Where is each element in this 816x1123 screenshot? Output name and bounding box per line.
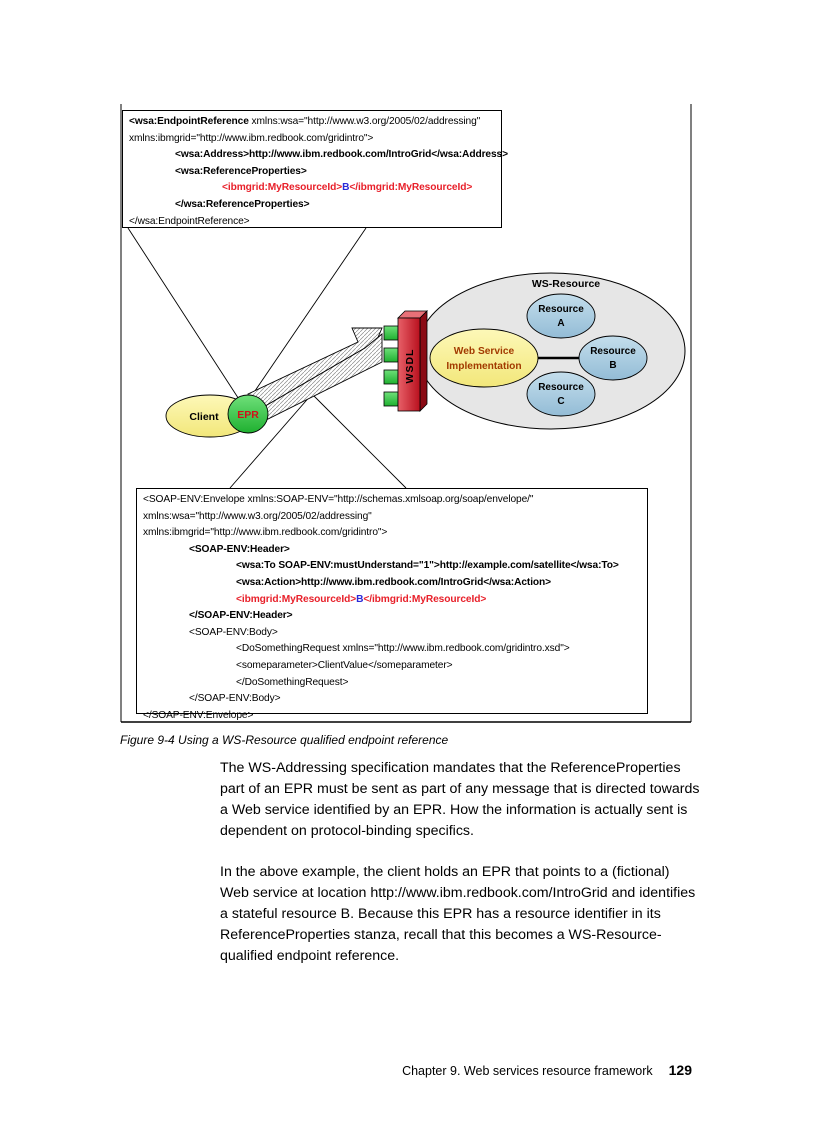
resource-b-label-2: B — [609, 360, 616, 371]
diagram-canvas: WS-Resource Web Service Implementation R… — [120, 104, 692, 723]
resource-c-ellipse — [526, 371, 596, 417]
soap-line-1: <SOAP-ENV:Envelope xmlns:SOAP-ENV="http:… — [143, 494, 534, 505]
soap-line-8: </SOAP-ENV:Header> — [189, 610, 293, 622]
soap-line-3: xmlns:ibmgrid="http://www.ibm.redbook.co… — [143, 527, 388, 539]
figure-9-4: WS-Resource Web Service Implementation R… — [120, 104, 692, 724]
epr-root-tag: <wsa:EndpointReference — [129, 116, 249, 127]
soap-line-12: </DoSomethingRequest> — [236, 676, 349, 688]
soap-callout-right — [311, 393, 407, 489]
soap-line-6: <wsa:Action>http://www.ibm.redbook.com/I… — [236, 576, 552, 588]
callout-line-left — [127, 227, 245, 408]
epr-circle — [227, 394, 269, 434]
body-paragraph-2: In the above example, the client holds a… — [220, 864, 696, 964]
epr-label: EPR — [237, 409, 259, 421]
client-label: Client — [189, 411, 219, 423]
soap-callout-left — [229, 393, 313, 489]
resource-a-label-2: A — [557, 318, 564, 329]
soap-line-5: <wsa:To SOAP-ENV:mustUnderstand="1">http… — [236, 560, 619, 572]
footer-chapter: Chapter 9. Web services resource framewo… — [402, 1064, 653, 1078]
resource-b-label-1: Resource — [590, 346, 636, 357]
page-number: 129 — [668, 1062, 692, 1078]
soap-xml-box: <SOAP-ENV:Envelope xmlns:SOAP-ENV="http:… — [136, 488, 648, 721]
soap-line-11: <someparameter>ClientValue</someparamete… — [236, 659, 453, 671]
resource-c-label-2: C — [557, 396, 564, 407]
soap-resource-open-tag: <ibmgrid:MyResourceId> — [236, 593, 357, 605]
figure-caption: Figure 9-4 Using a WS-Resource qualified… — [120, 733, 449, 747]
wsdl-label: WSDL — [404, 349, 416, 384]
body-paragraph-1: The WS-Addressing specification mandates… — [220, 760, 700, 839]
soap-line-13: </SOAP-ENV:Body> — [189, 693, 281, 705]
soap-line-10: <DoSomethingRequest xmlns="http://www.ib… — [236, 643, 570, 655]
ws-resource-label: WS-Resource — [532, 278, 600, 290]
epr-resource-value: B — [342, 182, 350, 194]
wsdl-port-4 — [383, 391, 399, 407]
soap-resource-value: B — [356, 593, 364, 605]
soap-line-7: <ibmgrid:MyResourceId>B</ibmgrid:MyResou… — [143, 592, 641, 609]
callout-line-right — [243, 227, 367, 408]
wsdl-bar — [397, 317, 421, 412]
epr-line-6: </wsa:ReferenceProperties> — [175, 198, 310, 210]
epr-resource-close-tag: </ibmgrid:MyResourceId> — [349, 182, 473, 194]
web-service-label-1: Web Service — [454, 346, 515, 357]
soap-line-2: xmlns:wsa="http://www.w3.org/2005/02/add… — [143, 510, 372, 522]
epr-root-attr: xmlns:wsa="http://www.w3.org/2005/02/add… — [248, 116, 481, 127]
epr-line-1: <wsa:EndpointReference xmlns:wsa="http:/… — [129, 114, 495, 131]
soap-line-14: </SOAP-ENV:Envelope> — [143, 709, 254, 721]
wsdl-bar-side — [419, 310, 428, 412]
resource-b-ellipse — [578, 335, 648, 381]
epr-line-7: </wsa:EndpointReference> — [129, 215, 250, 227]
epr-resource-open-tag: <ibmgrid:MyResourceId> — [222, 182, 343, 194]
soap-line-9: <SOAP-ENV:Body> — [189, 626, 278, 638]
web-service-label-2: Implementation — [446, 361, 521, 372]
web-service-ellipse — [429, 328, 539, 388]
resource-a-label-1: Resource — [538, 304, 584, 315]
epr-line-3: <wsa:Address>http://www.ibm.redbook.com/… — [175, 149, 508, 161]
epr-line-5: <ibmgrid:MyResourceId>B</ibmgrid:MyResou… — [129, 180, 495, 197]
page-footer: Chapter 9. Web services resource framewo… — [402, 1062, 692, 1078]
epr-xml-box: <wsa:EndpointReference xmlns:wsa="http:/… — [122, 110, 508, 228]
resource-a-ellipse — [526, 293, 596, 339]
soap-line-4: <SOAP-ENV:Header> — [189, 543, 290, 555]
wsdl-port-3 — [383, 369, 399, 385]
resource-c-label-1: Resource — [538, 382, 584, 393]
wsdl-port-1 — [383, 325, 399, 341]
wsdl-port-2 — [383, 347, 399, 363]
epr-line-2: xmlns:ibmgrid="http://www.ibm.redbook.co… — [129, 132, 374, 144]
soap-resource-close-tag: </ibmgrid:MyResourceId> — [363, 593, 487, 605]
epr-line-4: <wsa:ReferenceProperties> — [175, 165, 307, 177]
